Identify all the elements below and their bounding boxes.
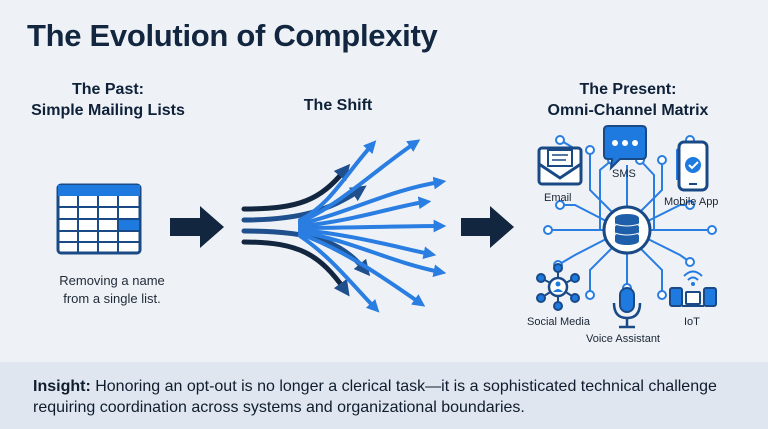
- insight-body: Honoring an opt-out is no longer a cleri…: [33, 378, 717, 416]
- arrow-right-icon-2: [461, 206, 514, 248]
- past-caption: Removing a name from a single list.: [22, 272, 202, 308]
- microphone-icon: [612, 287, 642, 329]
- social-network-icon: [536, 263, 580, 311]
- present-heading-line1: The Present:: [579, 81, 677, 98]
- insight-label: Insight:: [33, 378, 91, 395]
- iot-label: IoT: [684, 316, 700, 328]
- voice-assistant-label: Voice Assistant: [586, 333, 660, 345]
- iot-devices-icon: [669, 270, 717, 307]
- email-label: Email: [544, 192, 572, 204]
- sms-icon: [603, 125, 647, 171]
- mobile-app-label: Mobile App: [664, 196, 719, 208]
- present-heading-line2: Omni-Channel Matrix: [547, 102, 709, 119]
- diagram-art: [56, 125, 717, 329]
- diverging-arrows-icon: [241, 139, 447, 313]
- sms-label: SMS: [612, 168, 636, 180]
- insight-text: Insight: Honoring an opt-out is no longe…: [33, 376, 745, 418]
- present-heading: The Present: Omni-Channel Matrix: [510, 79, 746, 121]
- database-icon: [602, 205, 652, 255]
- mobile-phone-icon: [677, 140, 709, 192]
- arrow-right-icon: [170, 206, 224, 248]
- past-caption-line2: from a single list.: [63, 291, 161, 306]
- past-heading-line1: The Past:: [71, 81, 144, 98]
- page-title: The Evolution of Complexity: [27, 18, 438, 53]
- past-heading: The Past: Simple Mailing Lists: [10, 79, 206, 121]
- shift-heading: The Shift: [268, 95, 408, 116]
- email-icon: [537, 146, 583, 186]
- past-heading-line2: Simple Mailing Lists: [31, 102, 185, 119]
- past-caption-line1: Removing a name: [59, 273, 165, 288]
- social-media-label: Social Media: [527, 316, 590, 328]
- spreadsheet-icon: [56, 183, 142, 255]
- shift-heading-text: The Shift: [303, 97, 373, 114]
- insight-bar: [0, 362, 768, 429]
